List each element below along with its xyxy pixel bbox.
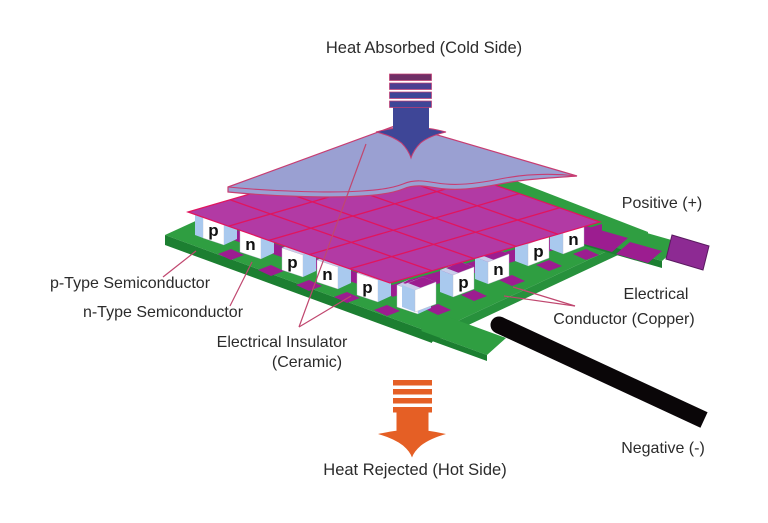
label-conductor-line2: Conductor (Copper): [553, 311, 694, 328]
copper-pad: [570, 226, 628, 252]
leader-insulator-bottom: [298, 295, 352, 328]
cold-arrow-stripe: [389, 100, 432, 108]
copper-pad: [536, 260, 562, 271]
hot-arrow-stripe: [393, 389, 432, 395]
cube-letter: p: [362, 278, 372, 297]
cube-left-face: [195, 213, 203, 238]
negative-tab-side: [421, 331, 487, 361]
cube-letter: n: [493, 260, 503, 279]
grid-line: [349, 207, 560, 270]
grid-line: [268, 178, 479, 242]
leader-insulator-top: [298, 143, 367, 328]
label-n-type: n-Type Semiconductor: [83, 304, 244, 321]
base-plate-side-left: [165, 235, 432, 343]
hot-arrow: [378, 380, 446, 458]
cube-top-pad: [408, 277, 436, 288]
copper-pad: [499, 275, 525, 286]
heat-spreader-lip: [227, 173, 578, 193]
cube-front-face: [414, 281, 437, 313]
cube-top-pad: [446, 262, 474, 273]
cube-side-face: [440, 270, 453, 297]
cube-letter: n: [568, 230, 578, 249]
label-negative: Negative (-): [621, 440, 705, 457]
cube-letter: p: [533, 242, 543, 261]
cube-top-pad: [481, 249, 509, 260]
cube-letter: n: [322, 265, 332, 284]
label-insulator-line2: (Ceramic): [272, 354, 342, 371]
semiconductor-cube: [402, 277, 437, 313]
copper-pad: [296, 280, 322, 291]
hot-arrow-stripe: [393, 407, 432, 413]
cold-arrow-stripe: [389, 82, 432, 90]
cube-side-face: [402, 285, 415, 312]
copper-pad: [374, 305, 400, 316]
cube-letter: p: [208, 221, 218, 240]
copper-pad: [334, 292, 360, 303]
labels: Heat Absorbed (Cold Side) Positive (+) p…: [50, 39, 705, 479]
leader-n-type: [229, 261, 253, 307]
cold-arrow-shaft: [393, 106, 429, 132]
cube-front-face: [487, 253, 510, 285]
grid-line: [309, 192, 520, 256]
hot-arrow-stripe: [393, 380, 432, 386]
label-conductor-line1: Electrical: [624, 286, 689, 303]
copper-pad: [425, 304, 451, 315]
grid-line: [229, 199, 433, 272]
cube-letter: n: [245, 235, 255, 254]
hot-arrow-head: [378, 429, 446, 458]
negative-wire: [490, 316, 708, 428]
heat-spreader-surface: [227, 123, 578, 198]
copper-pad: [616, 242, 662, 263]
cold-arrow-stripe: [389, 73, 432, 81]
leader-conductor-1: [512, 286, 576, 307]
heat-spreader-plate: [227, 123, 578, 198]
grid-line: [271, 186, 475, 260]
hot-arrow-stripe: [393, 398, 432, 404]
label-positive: Positive (+): [622, 195, 702, 212]
copper-pad: [218, 249, 244, 260]
copper-pad: [573, 249, 599, 260]
copper-pad: [461, 290, 487, 301]
label-heat-absorbed: Heat Absorbed (Cold Side): [326, 39, 522, 57]
leader-conductor-2: [503, 295, 576, 307]
positive-terminal-block: [665, 234, 710, 271]
cube-front-face: [452, 266, 475, 298]
cube-side-face: [475, 257, 488, 284]
label-insulator-line1: Electrical Insulator: [217, 334, 348, 351]
hot-arrow-shaft: [396, 411, 429, 434]
label-heat-rejected: Heat Rejected (Hot Side): [323, 461, 506, 479]
semiconductor-cube-n: n: [475, 249, 510, 285]
semiconductor-cube-p: p: [440, 262, 475, 298]
cube-letter: p: [287, 253, 297, 272]
label-p-type: p-Type Semiconductor: [50, 275, 211, 292]
wire-body: [495, 317, 708, 428]
base-plate-side-right: [432, 232, 648, 342]
cold-arrow: [375, 73, 447, 160]
cube-letter: p: [458, 273, 468, 292]
leader-p-type: [162, 250, 197, 278]
leader-lines: [162, 143, 576, 328]
cold-arrow-stripe: [389, 91, 432, 99]
copper-pad: [258, 265, 284, 276]
negative-tab: [421, 314, 506, 355]
